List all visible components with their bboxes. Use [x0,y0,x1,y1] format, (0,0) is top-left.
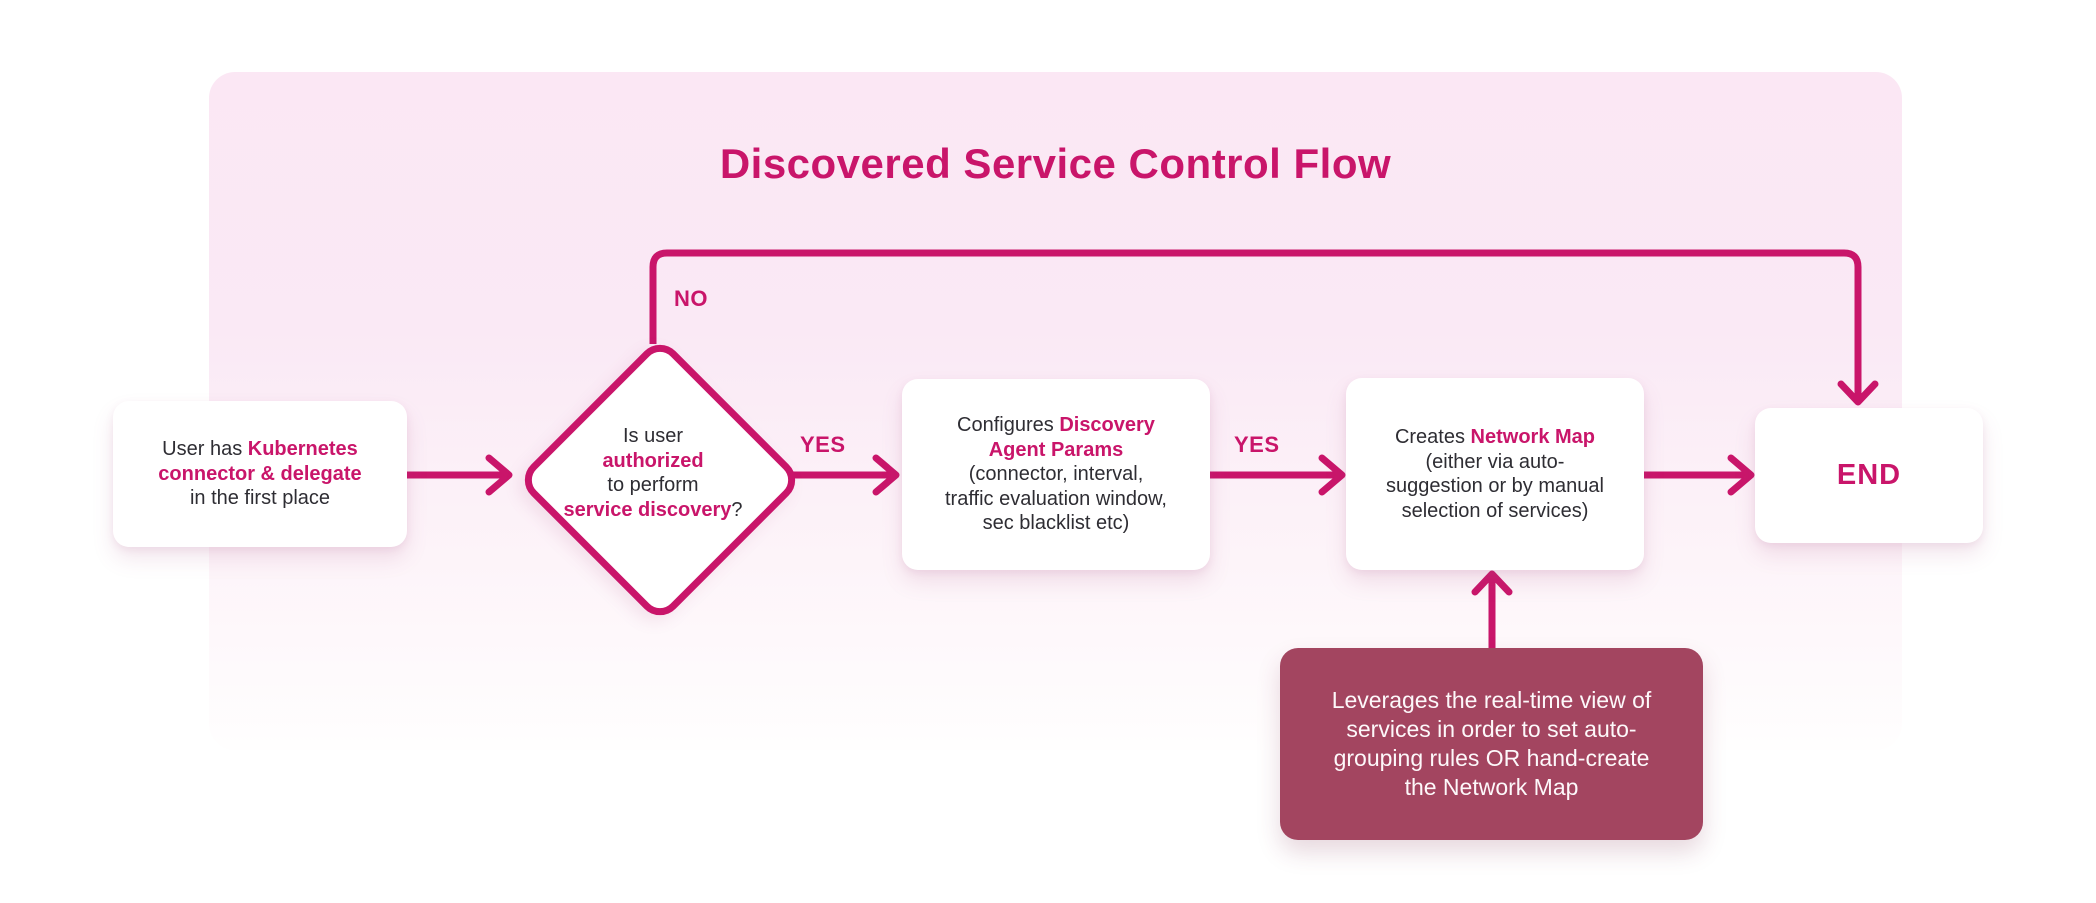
arrowhead-create-to-end [1727,454,1755,496]
diagram-title: Discovered Service Control Flow [719,140,1392,188]
arrowhead-decision-to-configure [872,454,900,496]
arrowhead-start-to-decision [485,454,513,496]
edge-label-no: NO [674,286,708,311]
edge-no-decision-to-end [649,249,1862,398]
node-create-label: Creates Network Map(either via auto-sugg… [1386,426,1604,522]
edge-label-yes-decision: YES [800,432,846,457]
arrowhead-no-to-end [1837,380,1879,406]
node-end-label: END [1836,459,1902,492]
edge-label-yes-configure: YES [1234,432,1280,457]
node-create-network-map: Creates Network Map(either via auto-sugg… [1346,378,1644,570]
arrowhead-configure-to-create [1318,454,1346,496]
node-end: END [1755,408,1983,543]
arrowhead-note-to-create [1471,570,1513,596]
